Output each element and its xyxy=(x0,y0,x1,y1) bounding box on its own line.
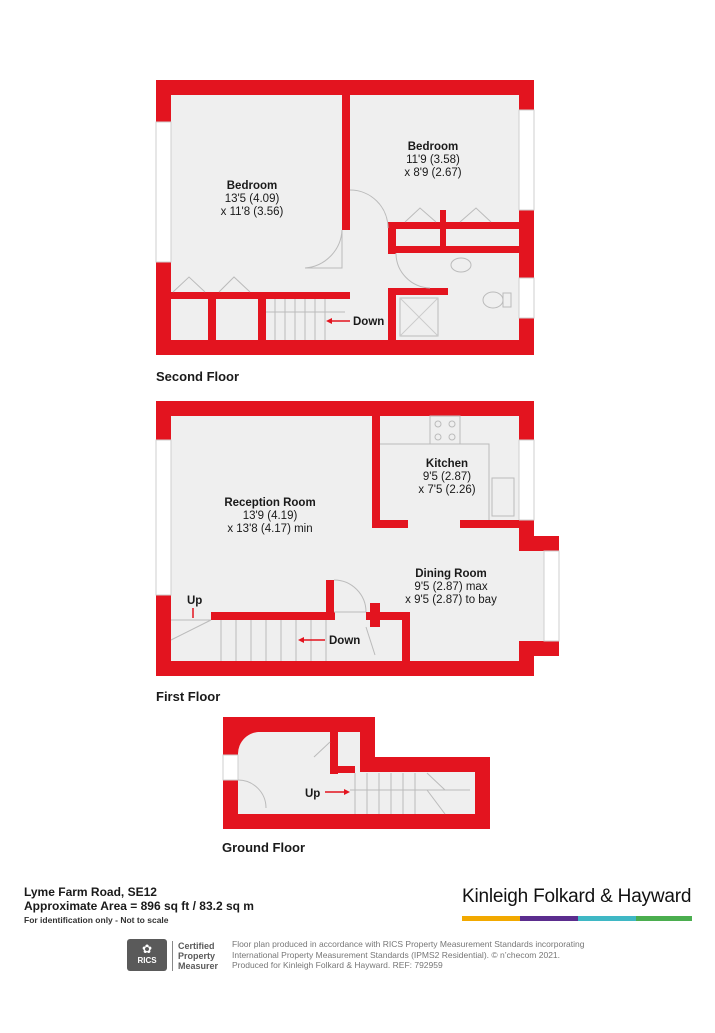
wall xyxy=(402,612,410,661)
wall xyxy=(370,603,380,627)
wall xyxy=(171,292,266,299)
rics-cert-line: Measurer xyxy=(178,961,219,971)
approximate-area: Approximate Area = 896 sq ft / 83.2 sq m xyxy=(24,899,254,913)
disclaimer: Floor plan produced in accordance with R… xyxy=(232,939,592,971)
wall xyxy=(372,416,380,528)
ground-floor-plan: Up xyxy=(222,717,490,829)
staircase xyxy=(266,299,345,340)
wall xyxy=(258,292,350,299)
door-swing xyxy=(313,741,331,758)
door-swing xyxy=(365,626,376,656)
wall xyxy=(208,292,216,340)
disclaimer-line: International Property Measurement Stand… xyxy=(232,949,561,960)
wall xyxy=(211,612,335,620)
room-dimension: x 11'8 (3.56) xyxy=(221,206,284,218)
door-swing xyxy=(395,252,431,289)
room-name: Reception Room xyxy=(224,497,315,509)
second-floor-plan: Bedroom 13'5 (4.09) x 11'8 (3.56) Bedroo… xyxy=(155,80,535,355)
window xyxy=(155,121,172,263)
room-name: Bedroom xyxy=(227,180,277,192)
disclaimer-line: Produced for Kinleigh Folkard & Hayward.… xyxy=(232,960,443,970)
rics-badge-text: RICS xyxy=(137,956,157,965)
first-floor-label: First Floor xyxy=(156,689,221,704)
agent-color-bar xyxy=(578,916,636,921)
door-swing xyxy=(333,579,367,613)
rics-logo: ✿ RICS xyxy=(127,939,167,971)
worktop xyxy=(380,443,490,520)
sink xyxy=(491,477,515,517)
shower-tray xyxy=(399,297,439,337)
wall xyxy=(396,246,519,253)
stair-arrow-head xyxy=(344,789,350,795)
stair-label: Up xyxy=(305,788,320,800)
bay-window xyxy=(543,550,560,642)
staircase xyxy=(350,772,470,815)
wall xyxy=(388,222,519,229)
window xyxy=(518,109,535,211)
wall xyxy=(388,222,396,254)
room-dimension: 13'9 (4.19) xyxy=(243,510,298,522)
wall xyxy=(330,732,338,774)
room-dimension: x 13'8 (4.17) min xyxy=(227,523,312,535)
wall xyxy=(330,766,355,773)
ground-floor-label: Ground Floor xyxy=(222,840,306,855)
property-address: Lyme Farm Road, SE12 xyxy=(24,885,157,899)
agent-color-bar xyxy=(636,916,692,921)
room-dimension: x 7'5 (2.26) xyxy=(418,484,475,496)
room-name: Kitchen xyxy=(426,458,468,470)
window xyxy=(518,277,535,319)
wall xyxy=(237,731,262,755)
first-floor-interior xyxy=(171,416,519,661)
room-dimension: 9'5 (2.87) xyxy=(423,471,471,483)
wall xyxy=(372,520,408,528)
rics-cert-line: Certified xyxy=(178,941,215,951)
identification-note: For identification only - Not to scale xyxy=(24,915,169,925)
door-swing xyxy=(349,189,389,229)
stair-arrow-head xyxy=(298,637,304,643)
disclaimer-line: Floor plan produced in accordance with R… xyxy=(232,939,585,949)
wardrobe-doors xyxy=(404,207,492,223)
cupboard-doors xyxy=(172,276,251,293)
wall xyxy=(388,288,448,295)
agent-color-bar xyxy=(462,916,520,921)
stair-arrow-head xyxy=(326,318,332,324)
agent-name: Kinleigh Folkard & Hayward xyxy=(462,886,692,907)
room-dimension: 13'5 (4.09) xyxy=(225,193,280,205)
room-dimension: x 9'5 (2.87) to bay xyxy=(405,594,497,606)
rics-cert-line: Property xyxy=(178,951,216,961)
room-dimension: x 8'9 (2.67) xyxy=(404,167,461,179)
wall xyxy=(326,580,334,620)
room-name: Dining Room xyxy=(415,568,487,580)
room-name: Bedroom xyxy=(408,141,458,153)
rics-seal-icon: ✿ xyxy=(141,942,153,956)
room-dimension: 9'5 (2.87) max xyxy=(414,581,487,593)
wall xyxy=(342,95,350,230)
agent-color-bar xyxy=(520,916,578,921)
basin xyxy=(450,257,472,273)
door-swing xyxy=(304,229,343,269)
front-door xyxy=(222,754,239,781)
wall xyxy=(388,288,396,340)
stair-label: Down xyxy=(329,635,360,647)
wall xyxy=(258,292,266,340)
rics-certification: Certified Property Measurer xyxy=(172,941,234,971)
wall xyxy=(460,520,519,528)
wall xyxy=(440,210,446,250)
wall xyxy=(366,612,410,620)
window xyxy=(518,439,535,521)
stair-label: Up xyxy=(187,595,202,607)
second-floor-label: Second Floor xyxy=(156,369,240,384)
window xyxy=(155,439,172,596)
stair-label: Down xyxy=(353,316,384,328)
room-dimension: 11'9 (3.58) xyxy=(406,154,460,166)
first-floor-plan: Reception Room 13'9 (4.19) x 13'8 (4.17)… xyxy=(155,401,560,676)
door-swing xyxy=(237,779,267,809)
